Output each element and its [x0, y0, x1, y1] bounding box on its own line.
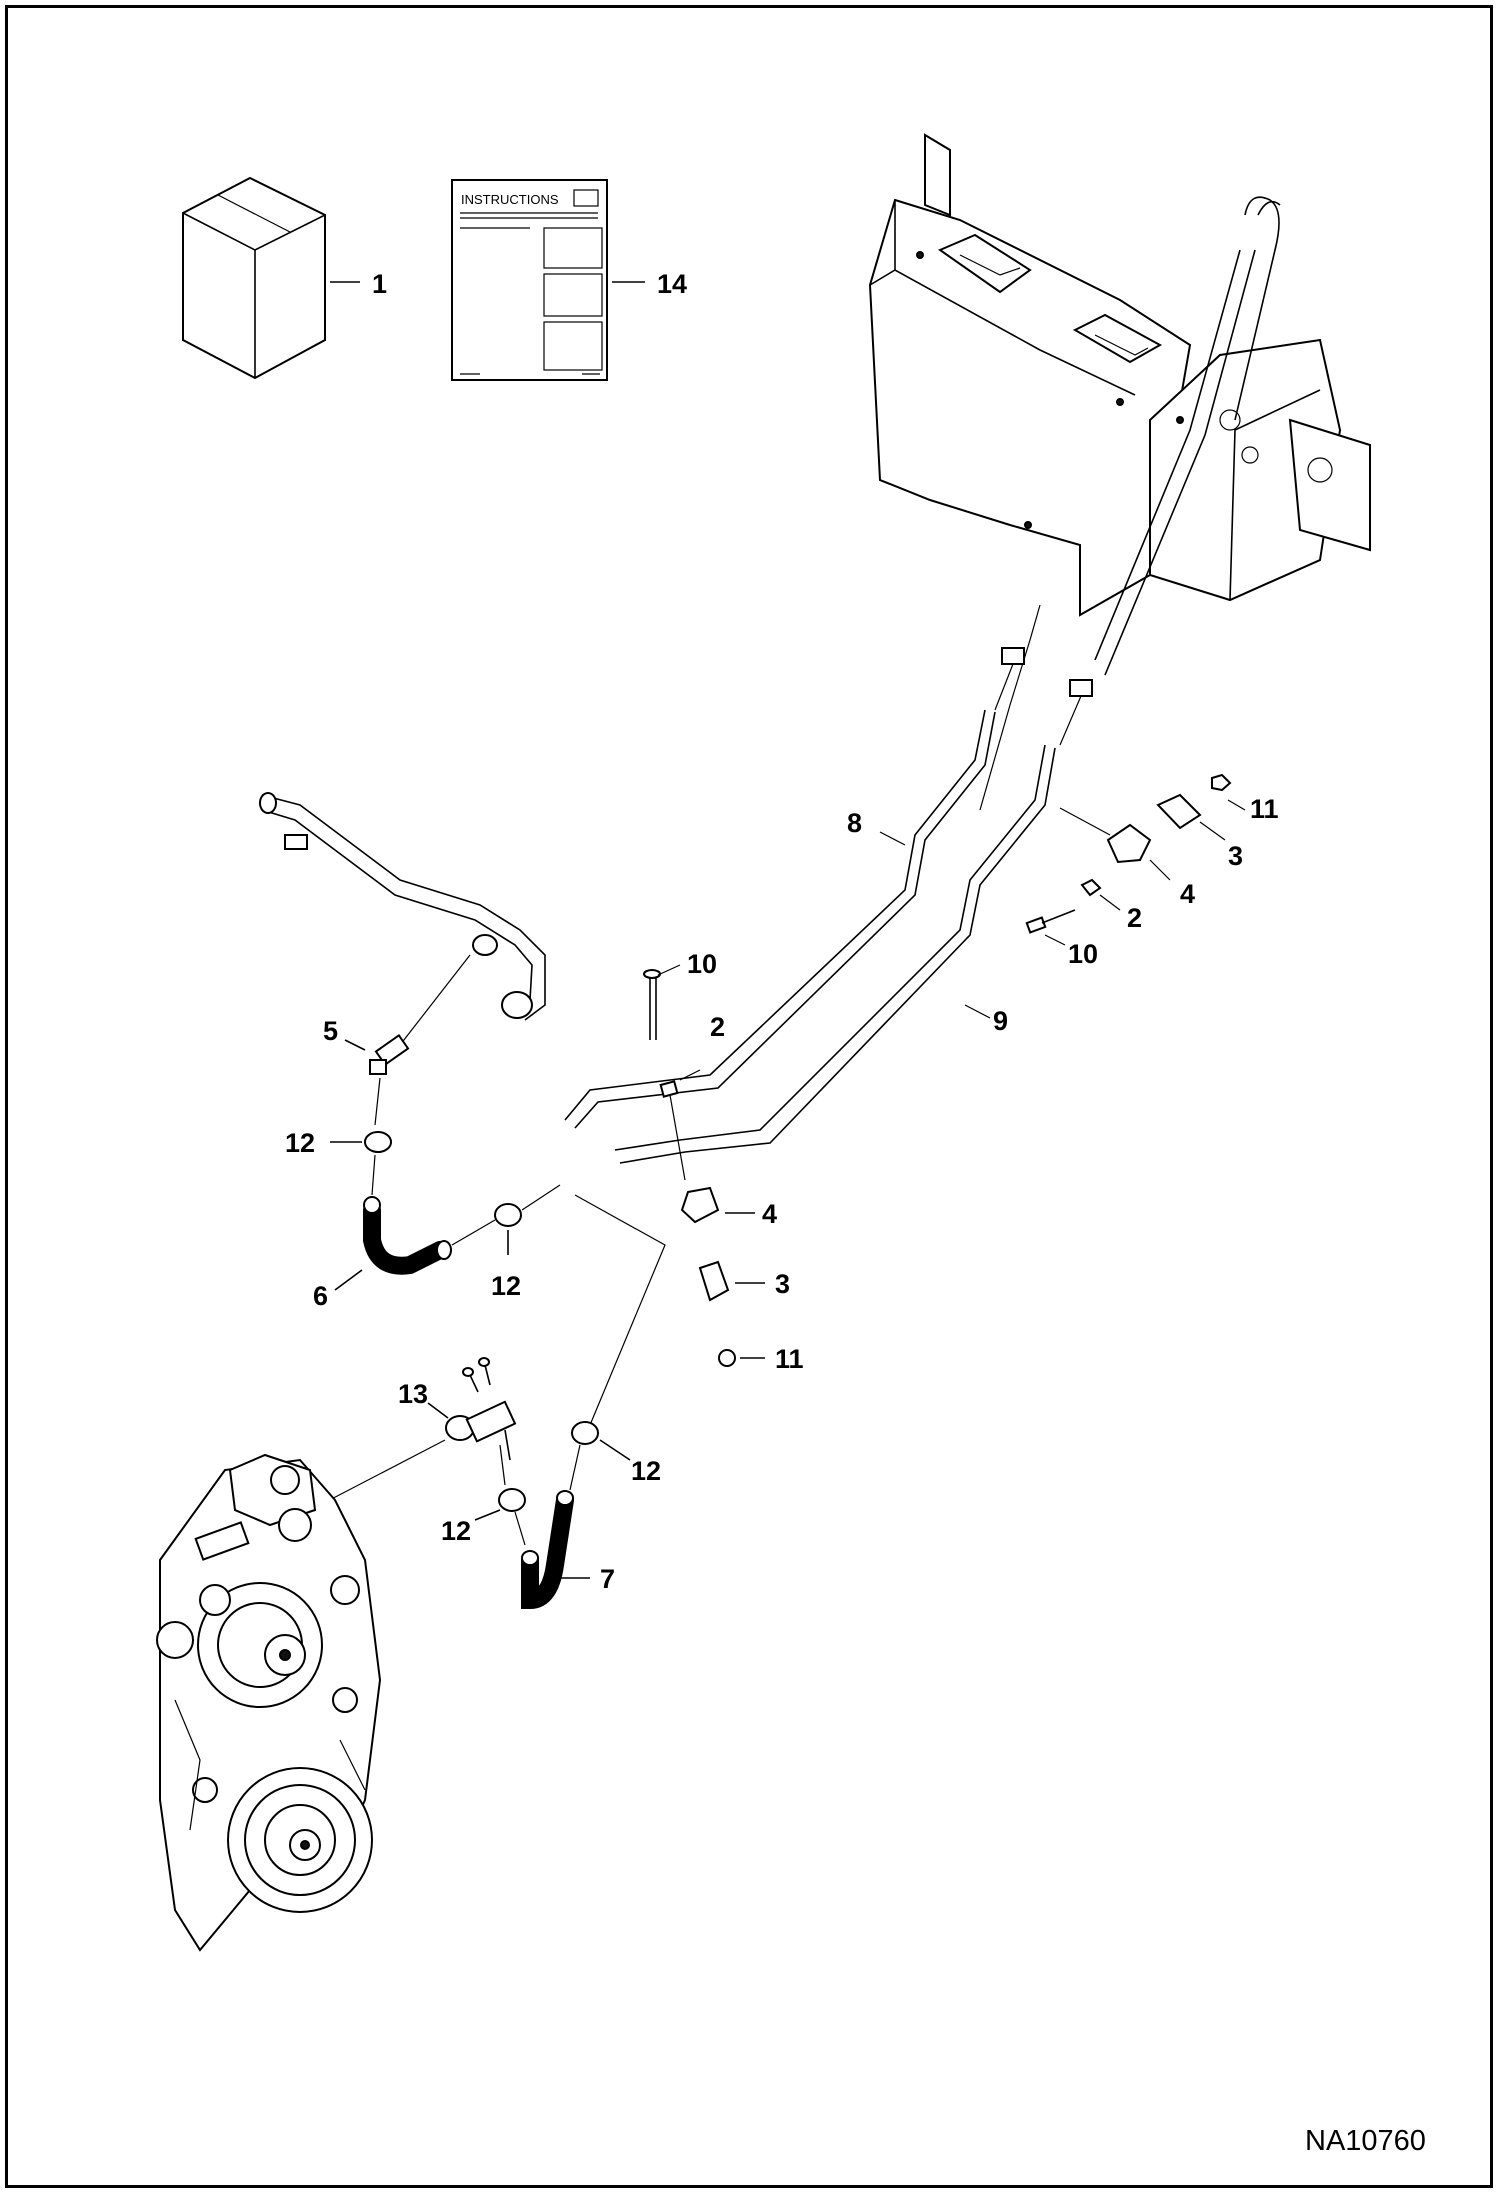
leader-lower-hose — [574, 1194, 666, 1426]
drawing-number: NA10760 — [1305, 2125, 1426, 2157]
engine-block — [156, 1453, 382, 1952]
callout-1: 1 — [372, 269, 387, 299]
callout-12c: 12 — [631, 1456, 661, 1486]
leader-8 — [879, 831, 906, 846]
leader-housing-left — [979, 604, 1041, 811]
callout-9: 9 — [993, 1006, 1008, 1036]
heater-hose-7 — [521, 1491, 574, 1610]
leader-5-down — [374, 1077, 381, 1126]
hose-clamp-upper-left — [1001, 647, 1025, 665]
leader-12b-right — [521, 1184, 561, 1211]
leader-12c-down — [569, 1444, 581, 1491]
leader-12c — [599, 1439, 631, 1461]
heater-hose-6 — [363, 1201, 449, 1275]
hose-clamp-12d — [498, 1488, 526, 1512]
heater-tube — [259, 792, 546, 1021]
leader-tee-down — [499, 1444, 506, 1486]
callout-11b: 11 — [775, 1344, 804, 1374]
leader-12b-left — [451, 1219, 496, 1246]
callout-8: 8 — [847, 808, 862, 838]
center-mount-hardware — [643, 969, 736, 1367]
callout-10a: 10 — [1068, 939, 1098, 969]
callout-6: 6 — [313, 1281, 328, 1311]
leader-11a — [1227, 799, 1246, 811]
instructions-sheet: INSTRUCTIONS — [451, 179, 608, 381]
leader-3a — [1199, 821, 1226, 841]
hose-connector-5 — [369, 1034, 410, 1075]
leader-tube-connector — [399, 954, 471, 1046]
leader-4a — [1149, 859, 1171, 881]
leader-13-engine — [319, 1439, 446, 1506]
leader-upper-mount — [1059, 807, 1111, 836]
callout-12a: 12 — [285, 1128, 315, 1158]
leader-12d — [474, 1509, 501, 1521]
leader-10a — [1044, 934, 1066, 946]
leader-clamp-upper-right — [1059, 695, 1082, 746]
leader-clamp-upper-left — [994, 663, 1014, 711]
leader-12d-down — [514, 1511, 526, 1546]
leader-5 — [344, 1039, 366, 1051]
leader-12a-down — [371, 1154, 376, 1196]
callout-4a: 4 — [1180, 879, 1195, 909]
leader-10b — [657, 964, 681, 976]
upper-mount-hardware — [1025, 773, 1232, 934]
callout-2b: 2 — [710, 1012, 725, 1042]
leader-2a — [1099, 894, 1121, 911]
kit-box — [182, 176, 326, 380]
hose-clamp-12a — [364, 1131, 392, 1153]
callout-12b: 12 — [491, 1271, 521, 1301]
hose-clamp-12b — [494, 1203, 522, 1227]
tee-fitting-13 — [445, 1357, 517, 1461]
callout-3b: 3 — [775, 1269, 790, 1299]
instructions-label: INSTRUCTIONS — [461, 192, 559, 207]
callout-7: 7 — [600, 1564, 615, 1594]
hose-clamp-12c — [571, 1421, 599, 1445]
callout-4b: 4 — [762, 1199, 777, 1229]
heater-hose-8 — [564, 709, 986, 1121]
callout-12d: 12 — [441, 1516, 471, 1546]
leader-6 — [334, 1269, 363, 1291]
callout-14: 14 — [657, 269, 687, 299]
callout-3a: 3 — [1228, 841, 1243, 871]
leader-13 — [427, 1402, 449, 1419]
callout-10b: 10 — [687, 949, 717, 979]
leader-9 — [964, 1004, 991, 1019]
callout-5: 5 — [323, 1016, 338, 1046]
heater-hose-9 — [614, 744, 1046, 1151]
hose-clamp-upper-right — [1069, 679, 1093, 697]
callout-11a: 11 — [1250, 794, 1279, 824]
callout-2a: 2 — [1127, 903, 1142, 933]
leader-2b — [679, 1069, 701, 1081]
callout-13: 13 — [398, 1379, 428, 1409]
heater-housing — [868, 133, 1371, 676]
leader-center-mount — [669, 1094, 686, 1181]
drawing-border — [5, 5, 1493, 2188]
